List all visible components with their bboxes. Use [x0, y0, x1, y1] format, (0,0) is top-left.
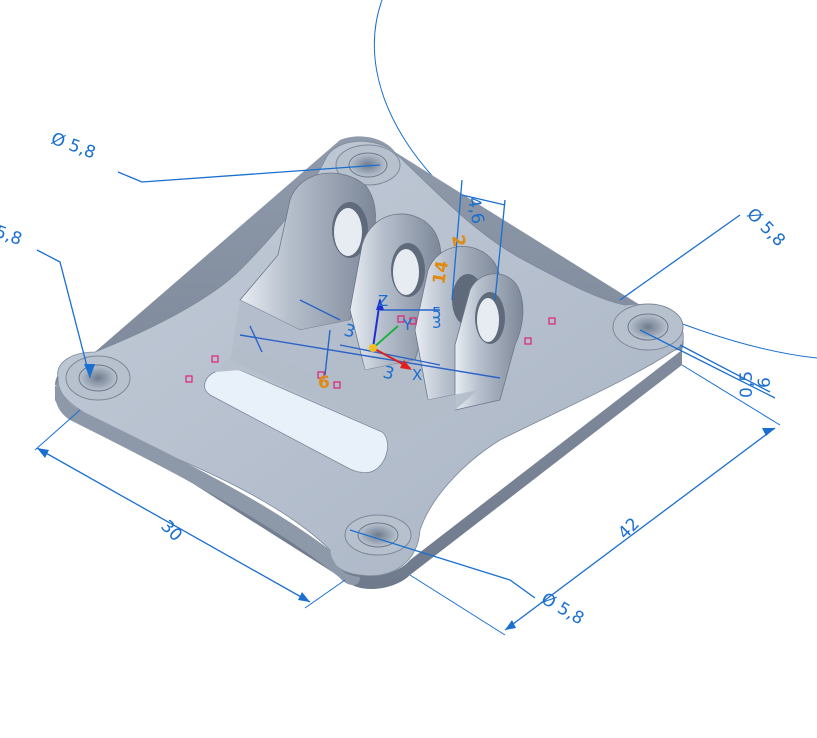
relation-markers — [185, 315, 556, 389]
dim-length-42[interactable]: 42 — [614, 514, 643, 543]
sketch-profile — [239, 299, 501, 379]
svg-text:Y: Y — [402, 316, 413, 334]
dim-drive-14[interactable]: 14 — [429, 259, 453, 286]
dim-lug-5[interactable]: 5 — [432, 304, 442, 322]
mounting-hole-top — [335, 144, 401, 186]
hinge-lug-4 — [454, 273, 524, 411]
dim-hole-bottom[interactable]: Ø 5,8 — [538, 589, 588, 629]
dimension-lines — [34, 164, 781, 636]
dim-drive-2[interactable]: 2 — [447, 233, 469, 248]
dim-hole-top-left[interactable]: Ø 5,8 — [48, 129, 98, 163]
dim-hole-left[interactable]: 5,8 — [0, 222, 25, 250]
mounting-hole-bottom — [344, 514, 412, 556]
dim-right-6[interactable]: 6 — [755, 377, 775, 388]
svg-text:X: X — [412, 366, 422, 384]
dim-right-0-5[interactable]: 0,5 — [737, 371, 757, 398]
dim-lug-4-6[interactable]: 4,6 — [463, 195, 487, 225]
dim-width-30[interactable]: 30 — [156, 516, 185, 545]
dim-drive-small[interactable]: 3 — [432, 314, 442, 332]
dim-drive-6[interactable]: 6 — [318, 373, 330, 393]
base-plate-front-edge — [55, 380, 361, 586]
mounting-hole-left — [65, 355, 131, 401]
dim-lug-3-a[interactable]: 3 — [342, 321, 358, 343]
hinge-base-block — [230, 300, 478, 440]
coordinate-triad-icon[interactable]: Z X Y — [369, 292, 422, 384]
hinge-lug-1 — [239, 172, 376, 331]
dim-hole-right[interactable]: Ø 5,8 — [742, 204, 789, 251]
svg-text:Z: Z — [378, 292, 388, 310]
mounting-hole-right — [612, 303, 684, 351]
dim-lug-3-b[interactable]: 3 — [381, 363, 397, 385]
